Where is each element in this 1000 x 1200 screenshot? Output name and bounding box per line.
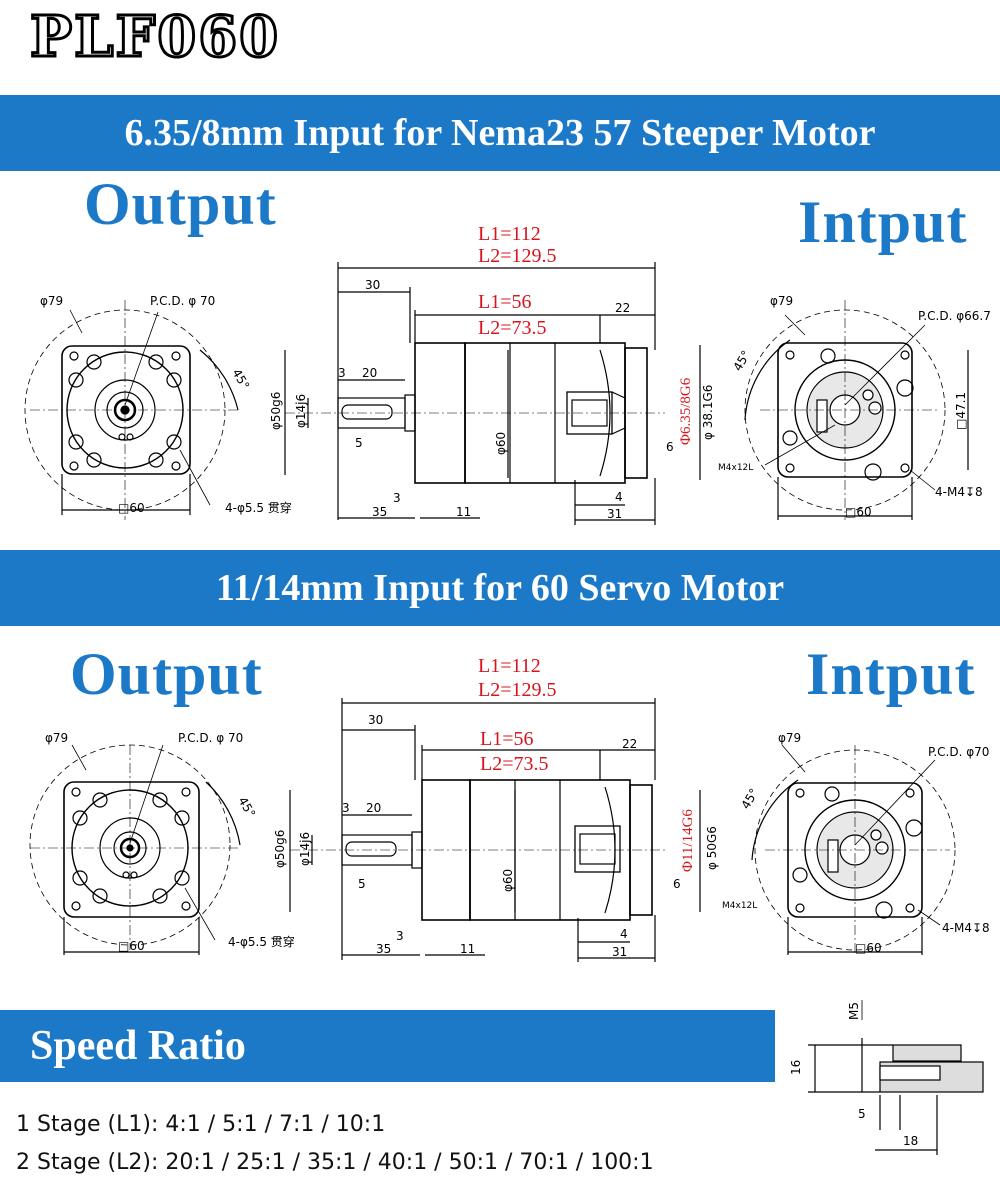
s1-out-square: □60 [118, 501, 145, 515]
s2-d11: 11 [460, 942, 475, 956]
s2-out-pcd: P.C.D. φ 70 [178, 731, 243, 745]
s1-bore2: φ 38.1G6 [701, 385, 715, 440]
s2-d4: 4 [620, 927, 628, 941]
section1-input-label: Intput [798, 189, 968, 255]
s2-m4: M4x12L [722, 901, 757, 911]
s2-d3a: 3 [342, 801, 350, 815]
m5-detail-drawing [808, 1000, 984, 1155]
s1-d35: 35 [372, 505, 387, 519]
s2-d3b: 3 [396, 929, 404, 943]
s2-d22: 22 [622, 737, 637, 751]
s1-in-holes: 4-M4↧8 [935, 485, 983, 499]
s2-phi50: φ50g6 [273, 830, 287, 868]
s1-d3a: 3 [338, 366, 346, 380]
s1-d22: 22 [615, 301, 630, 315]
s1-phi60: φ60 [494, 432, 508, 455]
detail-18: 18 [903, 1134, 918, 1148]
s2-in-pcd: P.C.D. φ70 [928, 745, 989, 759]
section2-output-view [29, 744, 241, 955]
s2-out-square: □60 [118, 939, 145, 953]
s1-d4: 4 [615, 490, 623, 504]
s1-in-pcd: P.C.D. φ66.7 [918, 309, 991, 323]
s2-d35: 35 [376, 942, 391, 956]
s2-out-angle: 45° [235, 795, 258, 820]
s1-l2: L2=73.5 [478, 317, 547, 339]
s1-phi14: φ14j6 [294, 394, 308, 428]
s1-in-angle: 45° [730, 348, 753, 373]
s1-d20: 20 [362, 366, 377, 380]
product-title: PLF060 [28, 3, 281, 72]
s2-d30: 30 [368, 713, 383, 727]
s1-bore: Φ6.35/8G6 [678, 377, 694, 445]
s2-phi60: φ60 [501, 869, 515, 892]
s2-out-od: φ79 [45, 731, 68, 745]
s1-in-side: □47.1 [954, 392, 968, 430]
s2-d20: 20 [366, 801, 381, 815]
s1-L2: L2=129.5 [478, 245, 557, 267]
s1-out-pcd: P.C.D. φ 70 [150, 294, 215, 308]
s2-bore: Φ11/14G6 [680, 809, 696, 872]
detail-5: 5 [858, 1107, 866, 1121]
s2-l1: L1=56 [480, 728, 534, 750]
detail-16: 16 [789, 1060, 803, 1075]
section2-input-view [751, 744, 956, 955]
s2-in-square: □60 [855, 941, 882, 955]
s1-out-angle: 45° [229, 367, 252, 392]
s1-out-holes: 4-φ5.5 贯穿 [225, 500, 292, 515]
s2-in-angle: 45° [738, 786, 761, 811]
stage2-ratios: 2 Stage (L2): 20:1 / 25:1 / 35:1 / 40:1 … [16, 1150, 654, 1175]
s2-d31: 31 [612, 945, 627, 959]
speed-ratio-banner: Speed Ratio [0, 1010, 775, 1082]
section1-side-view [284, 262, 701, 525]
s2-L2: L2=129.5 [478, 679, 557, 701]
section1-input-view [744, 300, 969, 520]
s2-bore2: φ 50G6 [705, 826, 719, 870]
s2-L1: L1=112 [478, 655, 541, 677]
s1-L1: L1=112 [478, 223, 541, 245]
section1-output-label: Output [84, 171, 277, 237]
section1-banner: 6.35/8mm Input for Nema23 57 Steeper Mot… [0, 95, 1000, 171]
section1-output-view [24, 300, 240, 520]
s2-d6: 6 [673, 877, 681, 891]
s1-l1: L1=56 [478, 291, 532, 313]
stage1-ratios: 1 Stage (L1): 4:1 / 5:1 / 7:1 / 10:1 [16, 1112, 386, 1137]
s1-d11: 11 [456, 505, 471, 519]
s2-in-holes: 4-M4↧8 [942, 921, 990, 935]
s1-m4: M4x12L [718, 463, 753, 473]
s2-l2: L2=73.5 [480, 753, 549, 775]
section2-output-label: Output [70, 641, 263, 707]
section2-banner: 11/14mm Input for 60 Servo Motor [0, 550, 1000, 626]
s1-phi50: φ50g6 [269, 392, 283, 430]
s1-out-od: φ79 [40, 294, 63, 308]
s2-in-od: φ79 [778, 731, 801, 745]
s1-d6: 6 [666, 440, 674, 454]
s1-in-od: φ79 [770, 294, 793, 308]
s1-in-square: □60 [845, 505, 872, 519]
s2-d5: 5 [358, 877, 366, 891]
s2-phi14: φ14j6 [298, 832, 312, 866]
detail-m5: M5 [847, 1002, 861, 1020]
section2-input-label: Intput [806, 641, 976, 707]
s1-d3b: 3 [393, 491, 401, 505]
s1-d31: 31 [607, 507, 622, 521]
section2-side-view [289, 698, 701, 962]
s2-out-holes: 4-φ5.5 贯穿 [228, 934, 295, 949]
s1-d30: 30 [365, 278, 380, 292]
s1-d5: 5 [355, 436, 363, 450]
